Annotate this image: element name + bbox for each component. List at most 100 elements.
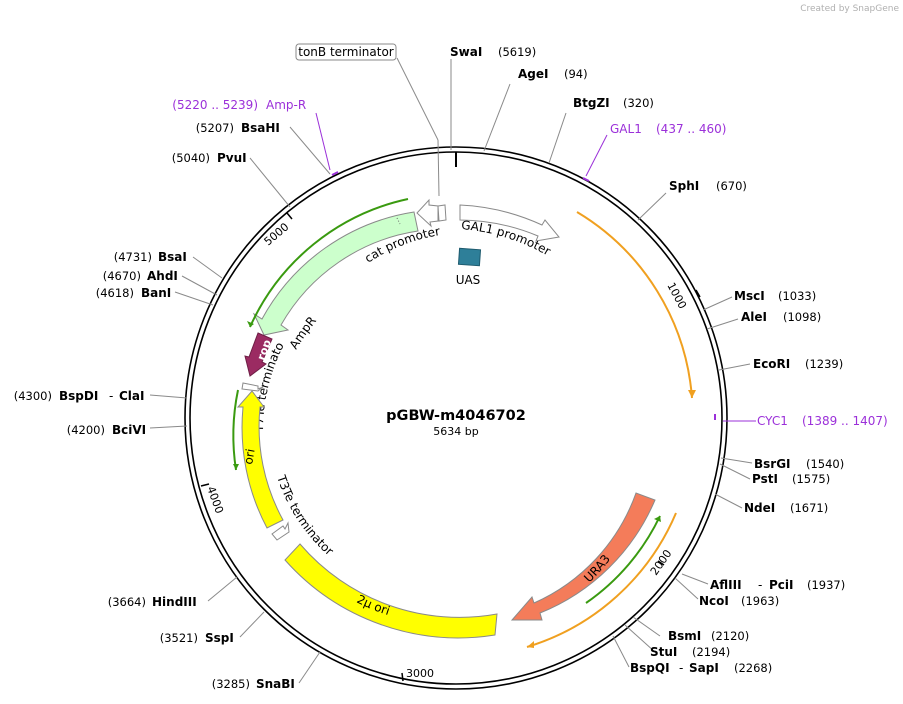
svg-text:BsmI: BsmI (668, 629, 701, 643)
ampr-arrow[interactable] (252, 211, 419, 336)
tick-2000: 2000 (648, 547, 675, 577)
leader-lines (149, 57, 753, 684)
t7te-label: T7Te terminator (0, 0, 287, 433)
tonb-terminator-marker[interactable] (437, 204, 447, 222)
t7te-terminator-marker[interactable] (241, 382, 264, 392)
svg-text:(3285): (3285) (212, 677, 250, 691)
enzyme-bani[interactable]: (4618) BanI (96, 286, 172, 300)
svg-text:(5220 .. 5239): (5220 .. 5239) (172, 98, 258, 112)
enzyme-afliii-pcii[interactable]: AflIII - PciI (1937) (710, 578, 845, 592)
svg-text:PstI: PstI (752, 472, 778, 486)
svg-text:HindIII: HindIII (152, 595, 197, 609)
enzyme-stui[interactable]: StuI (2194) (650, 645, 730, 659)
ura3-arrow[interactable] (510, 492, 656, 621)
ampr-green-line (249, 198, 409, 328)
enzyme-hindiii[interactable]: (3664) HindIII (108, 595, 197, 609)
tick-1000: 1000 (664, 280, 701, 311)
enzyme-bsahi[interactable]: (5207) BsaHI (196, 121, 280, 135)
tonb-label-box (295, 43, 397, 61)
rop-arrow[interactable] (244, 332, 273, 377)
svg-text:(4731): (4731) (114, 250, 152, 264)
enzyme-ndei[interactable]: NdeI (1671) (744, 501, 828, 515)
svg-text:BciVI: BciVI (112, 423, 146, 437)
svg-text:(320): (320) (623, 96, 654, 110)
svg-text:(2268): (2268) (734, 661, 772, 675)
svg-text:(3664): (3664) (108, 595, 146, 609)
enzyme-swai[interactable]: SwaI (5619) (450, 45, 536, 59)
svg-text:MscI: MscI (734, 289, 765, 303)
svg-text:(1098): (1098) (783, 310, 821, 324)
svg-text:BspQI: BspQI (630, 661, 670, 675)
svg-text:AhdI: AhdI (147, 269, 178, 283)
svg-text:(1033): (1033) (778, 289, 816, 303)
svg-text:StuI: StuI (650, 645, 677, 659)
enzyme-bcivi[interactable]: (4200) BciVI (67, 423, 146, 437)
tick-4000: 4000 (200, 483, 226, 515)
primer-gal1[interactable]: GAL1 (437 .. 460) (610, 122, 726, 136)
enzyme-snabi[interactable]: (3285) SnaBI (212, 677, 295, 691)
svg-text:(4300): (4300) (14, 389, 52, 403)
enzyme-bsrgi[interactable]: BsrGI (1540) (754, 457, 844, 471)
primer-amp-r[interactable]: (5220 .. 5239) Amp-R (172, 98, 306, 112)
two-mu-ori-block[interactable] (284, 543, 498, 639)
t3te-label: T3Te terminator (274, 472, 336, 558)
enzyme-pvui[interactable]: (5040) PvuI (172, 151, 247, 165)
enzyme-bsmi[interactable]: BsmI (2120) (668, 629, 749, 643)
enzyme-bspdi-clai[interactable]: (4300) BspDI - ClaI (14, 389, 145, 403)
ura3-green-line (585, 515, 661, 604)
svg-text:BtgZI: BtgZI (573, 96, 610, 110)
svg-text:(5040): (5040) (172, 151, 210, 165)
amp-r-primer-tick (331, 171, 339, 176)
svg-text:AgeI: AgeI (518, 67, 548, 81)
svg-text:-: - (109, 389, 113, 403)
enzyme-sspi[interactable]: (3521) SspI (160, 631, 234, 645)
svg-text:CYC1: CYC1 (757, 414, 788, 428)
svg-text:AleI: AleI (741, 310, 767, 324)
tick-3000: 3000 (401, 667, 434, 682)
svg-text:NcoI: NcoI (699, 594, 729, 608)
svg-text:BsaHI: BsaHI (241, 121, 280, 135)
uas-box[interactable] (457, 247, 482, 267)
svg-text:1000: 1000 (664, 280, 689, 311)
svg-text:(4670): (4670) (103, 269, 141, 283)
enzyme-alei[interactable]: AleI (1098) (741, 310, 821, 324)
ori-arrow[interactable] (236, 390, 284, 529)
svg-text:BsaI: BsaI (158, 250, 187, 264)
svg-text:EcoRI: EcoRI (753, 357, 790, 371)
enzyme-bspqi-sapi[interactable]: BspQI - SapI (2268) (630, 661, 772, 675)
svg-text:(5619): (5619) (498, 45, 536, 59)
t3te-terminator-marker[interactable] (271, 521, 290, 541)
enzyme-ahdi[interactable]: (4670) AhdI (103, 269, 178, 283)
svg-text:SwaI: SwaI (450, 45, 482, 59)
plasmid-length: 5634 bp (433, 425, 478, 438)
tonb-label: tonB terminator (298, 45, 394, 59)
enzyme-btgzi[interactable]: BtgZI (320) (573, 96, 654, 110)
uas-label: UAS (456, 273, 481, 287)
svg-text:3000: 3000 (406, 667, 434, 680)
svg-text:BanI: BanI (141, 286, 171, 300)
svg-text:SapI: SapI (689, 661, 719, 675)
backbone-outer (184, 146, 728, 690)
enzyme-ecori[interactable]: EcoRI (1239) (753, 357, 843, 371)
cat-promoter-arrow[interactable] (416, 198, 439, 228)
enzyme-ncoi[interactable]: NcoI (1963) (699, 594, 779, 608)
enzyme-psti[interactable]: PstI (1575) (752, 472, 830, 486)
svg-text:(4618): (4618) (96, 286, 134, 300)
svg-text:(1937): (1937) (807, 578, 845, 592)
svg-text:-: - (758, 578, 762, 592)
svg-text:NdeI: NdeI (744, 501, 775, 515)
svg-text:(1239): (1239) (805, 357, 843, 371)
enzyme-sphi[interactable]: SphI (670) (669, 179, 747, 193)
svg-text:SnaBI: SnaBI (256, 677, 295, 691)
svg-text:GAL1: GAL1 (610, 122, 642, 136)
enzyme-bsai[interactable]: (4731) BsaI (114, 250, 187, 264)
ori-green-line (232, 389, 239, 471)
svg-text:Amp-R: Amp-R (266, 98, 306, 112)
primer-cyc1[interactable]: CYC1 (1389 .. 1407) (757, 414, 888, 428)
svg-text:(3521): (3521) (160, 631, 198, 645)
gal1-promoter-arrow[interactable] (459, 204, 560, 242)
svg-text:PvuI: PvuI (217, 151, 247, 165)
enzyme-agei[interactable]: AgeI (94) (518, 67, 588, 81)
enzyme-msci[interactable]: MscI (1033) (734, 289, 816, 303)
